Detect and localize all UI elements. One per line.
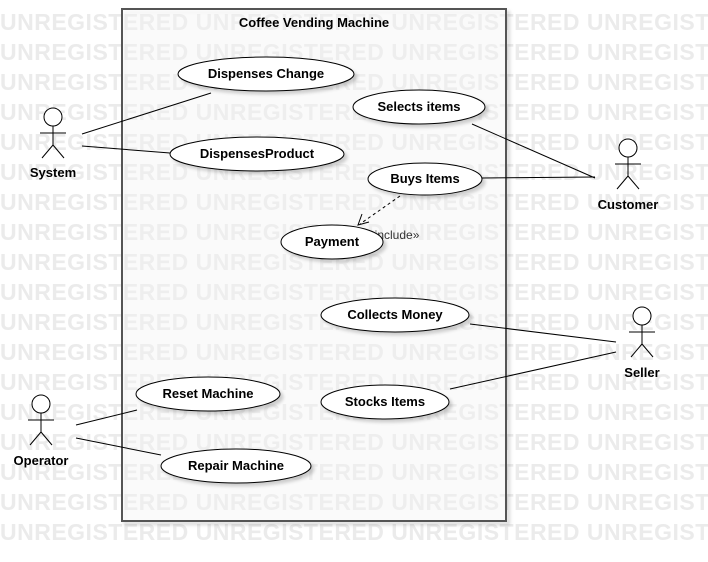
actor-seller[interactable]: Seller	[624, 306, 660, 380]
actor-system[interactable]: System	[30, 107, 76, 180]
use-case-dispenses-change[interactable]: Dispenses Change	[177, 56, 355, 92]
system-boundary-title: Coffee Vending Machine	[239, 15, 389, 30]
use-case-label: DispensesProduct	[200, 146, 315, 161]
use-case-label: Repair Machine	[188, 458, 284, 473]
association-seller-stocks-items[interactable]	[449, 351, 617, 390]
association-system-dispenses-product[interactable]	[81, 145, 171, 154]
use-case-label: Payment	[305, 234, 360, 249]
association-operator-reset-machine[interactable]	[75, 409, 138, 426]
stick-figure-icon	[28, 394, 54, 446]
actor-label: Customer	[598, 197, 659, 212]
use-case-label: Selects items	[377, 99, 460, 114]
use-case-collects-money[interactable]: Collects Money	[320, 297, 470, 333]
use-case-label: Dispenses Change	[208, 66, 324, 81]
association-seller-collects-money[interactable]	[469, 323, 617, 343]
use-case-label: Buys Items	[390, 171, 459, 186]
use-case-payment[interactable]: Payment	[280, 224, 384, 260]
use-case-selects-items[interactable]: Selects items	[352, 89, 486, 125]
associations	[75, 92, 617, 456]
actor-operator[interactable]: Operator	[14, 394, 69, 468]
use-case-reset-machine[interactable]: Reset Machine	[135, 376, 281, 412]
association-customer-selects-items[interactable]	[471, 123, 596, 179]
association-customer-buys-items[interactable]	[481, 176, 596, 179]
use-case-label: Collects Money	[347, 307, 443, 322]
use-case-label: Reset Machine	[162, 386, 253, 401]
use-case-repair-machine[interactable]: Repair Machine	[160, 448, 312, 484]
association-operator-repair-machine[interactable]	[75, 437, 162, 456]
use-case-label: Stocks Items	[345, 394, 425, 409]
use-case-buys-items[interactable]: Buys Items	[367, 162, 483, 196]
stick-figure-icon	[40, 107, 66, 159]
watermark-row: UNREGISTERED UNREGISTERED UNREGISTERED U…	[0, 519, 708, 545]
actor-label: System	[30, 165, 76, 180]
association-system-dispenses-change[interactable]	[81, 92, 212, 135]
actor-customer[interactable]: Customer	[598, 138, 659, 212]
stick-figure-icon	[629, 306, 655, 358]
actor-label: Operator	[14, 453, 69, 468]
actor-label: Seller	[624, 365, 659, 380]
use-case-dispenses-product[interactable]: DispensesProduct	[169, 136, 345, 172]
stick-figure-icon	[615, 138, 641, 190]
use-case-stocks-items[interactable]: Stocks Items	[320, 384, 450, 420]
